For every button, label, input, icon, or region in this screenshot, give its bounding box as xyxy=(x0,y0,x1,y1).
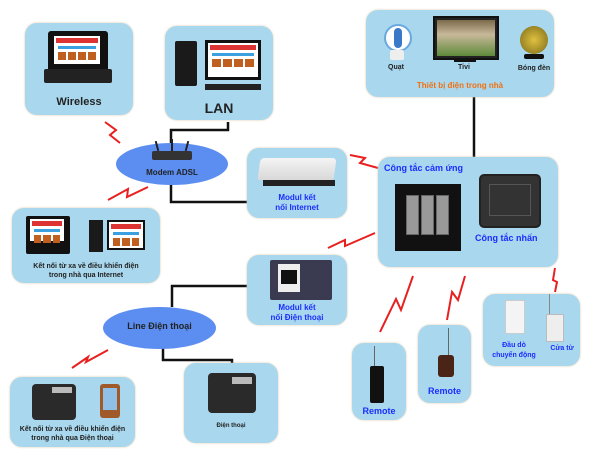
remote-internet-label-line2: trong nhà qua Internet xyxy=(48,272,124,279)
wireless-link-wireless-modem xyxy=(104,121,121,144)
keyfob-remote-icon xyxy=(438,355,454,377)
phone-module-label-line1: Modul kết xyxy=(278,303,316,312)
lamp-label: Bóng đèn xyxy=(517,65,551,72)
internet-module-icon xyxy=(257,158,337,180)
remote1-node: Remote xyxy=(352,343,406,420)
wire-phone-module-line xyxy=(170,284,248,307)
internet-module-label: Modul kết nối Internet xyxy=(247,193,347,213)
phone-line-label: Line Điện thoại xyxy=(127,321,192,331)
remote-internet-label-line1: Kết nối từ xa về điều khiển điện xyxy=(33,263,139,270)
tv-icon xyxy=(433,16,499,60)
wireless-node: Wireless xyxy=(25,23,133,115)
motion-sensor-icon xyxy=(505,300,525,334)
desk-phone-icon xyxy=(208,373,256,413)
phone-line-node: Line Điện thoại xyxy=(103,307,216,349)
desk-phone-icon xyxy=(32,384,76,420)
remote-phone-node: Kết nối từ xa về điều khiển điện trong n… xyxy=(10,377,135,447)
fan-label: Quạt xyxy=(388,64,404,71)
switch-panel-node: Công tắc cảm ứng Công tắc nhấn xyxy=(378,157,558,267)
wire-modem-internet-module xyxy=(169,185,248,204)
tv-label: Tivi xyxy=(458,64,470,71)
phone-module-label: Modul kết nối Điện thoại xyxy=(247,303,347,323)
push-switch-label: Công tắc nhấn xyxy=(475,233,538,243)
phone-module-node: Modul kết nối Điện thoại xyxy=(247,255,347,325)
lan-label: LAN xyxy=(204,100,234,116)
remote2-node: Remote xyxy=(418,325,471,403)
sensors-node: Đầu dò chuyển động Cửa từ xyxy=(483,294,580,366)
lan-node: LAN xyxy=(165,26,273,120)
push-switch-icon xyxy=(479,174,541,228)
monitor-icon xyxy=(107,220,145,250)
remote-phone-label: Kết nối từ xa về điều khiển điện trong n… xyxy=(10,425,135,443)
mobile-phone-icon xyxy=(100,384,120,418)
remote-phone-label-line2: trong nhà qua Điện thoại xyxy=(31,435,114,442)
laptop-icon xyxy=(26,216,70,254)
remote-control-icon xyxy=(370,366,384,403)
door-sensor-label: Cửa từ xyxy=(550,345,574,352)
phone-module-label-line2: nối Điện thoại xyxy=(270,313,324,322)
desktop-tower-icon xyxy=(89,220,103,252)
internet-module-label-line1: Modul kết xyxy=(278,193,316,202)
wireless-link-remote1 xyxy=(379,275,414,333)
motion-sensor-label: Đầu dò chuyển động xyxy=(483,341,545,361)
modem-adsl-node: Modem ADSL xyxy=(116,139,228,185)
laptop-icon xyxy=(44,31,112,83)
remote-phone-label-line1: Kết nối từ xa về điều khiển điện xyxy=(19,426,126,433)
fan-icon xyxy=(384,24,412,52)
wireless-link-modem-remote xyxy=(107,186,149,201)
desktop-tower-icon xyxy=(175,41,197,86)
monitor-icon xyxy=(205,40,261,80)
wireless-label: Wireless xyxy=(56,96,102,108)
internet-module-node: Modul kết nối Internet xyxy=(247,148,347,218)
motion-sensor-label-line2: chuyển động xyxy=(492,352,536,359)
remote-internet-label: Kết nối từ xa về điều khiển điện trong n… xyxy=(12,262,160,280)
home-devices-node: Quạt Tivi Bóng đèn Thiết bị điện trong n… xyxy=(366,10,554,97)
touch-switch-icon xyxy=(395,184,461,251)
wireless-link-internet-module-switch xyxy=(349,154,379,169)
modem-label: Modem ADSL xyxy=(146,168,198,177)
home-devices-title: Thiết bị điện trong nhà xyxy=(416,81,504,90)
phone-module-icon xyxy=(270,260,332,300)
wireless-link-sensors xyxy=(551,267,559,293)
remote1-label: Remote xyxy=(362,406,396,416)
wire-lan-modem xyxy=(169,122,230,143)
keyboard-icon xyxy=(205,84,261,90)
telephone-node: Điện thoại xyxy=(184,363,278,443)
wireless-link-phone-line-remote xyxy=(71,349,109,369)
wireless-link-remote2 xyxy=(446,275,466,321)
door-sensor-icon xyxy=(546,314,564,342)
lamp-icon xyxy=(520,26,548,54)
remote2-label: Remote xyxy=(427,386,461,396)
wireless-link-phone-module-switch xyxy=(327,232,376,249)
touch-switch-label: Công tắc cảm ứng xyxy=(384,163,464,173)
telephone-label: Điện thoại xyxy=(216,423,246,429)
motion-sensor-label-line1: Đầu dò xyxy=(502,342,526,349)
remote-internet-node: Kết nối từ xa về điều khiển điện trong n… xyxy=(12,208,160,283)
router-icon xyxy=(152,139,192,160)
internet-module-label-line2: nối Internet xyxy=(275,203,319,212)
